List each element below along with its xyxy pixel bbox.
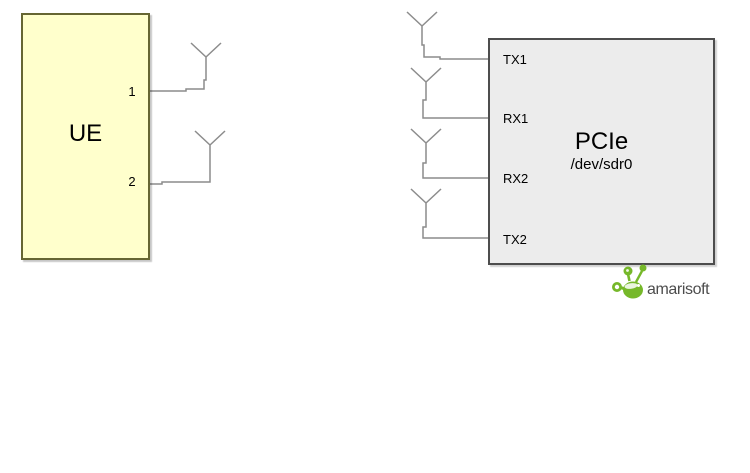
amarisoft-logo: amarisoft (610, 262, 740, 306)
ue-port-1-label: 1 (128, 84, 136, 99)
sdr-rx1-antenna-icon (410, 67, 488, 119)
device-path-label: /dev/sdr0 (570, 156, 633, 173)
ue-port2-antenna-icon (150, 130, 226, 185)
sdr-node: PCIe /dev/sdr0 TX1 RX1 RX2 TX2 (488, 38, 715, 265)
amarisoft-logo-text: amarisoft (647, 281, 710, 298)
sdr-rx2-antenna-icon (410, 128, 488, 179)
ue-label: UE (68, 120, 103, 147)
sdr-tx2-antenna-icon (410, 188, 488, 239)
sdr-port-rx1-label: RX1 (503, 111, 529, 126)
amarisoft-logo-icon (612, 264, 647, 299)
pcie-label: PCIe (574, 128, 629, 155)
ue-node: UE 1 2 (21, 13, 150, 260)
ue-port1-antenna-icon (150, 42, 222, 92)
sdr-port-tx1-label: TX1 (503, 52, 527, 67)
sdr-port-rx2-label: RX2 (503, 171, 529, 186)
ue-port-2-label: 2 (128, 174, 136, 189)
sdr-tx1-antenna-icon (406, 11, 488, 60)
sdr-port-tx2-label: TX2 (503, 232, 527, 247)
